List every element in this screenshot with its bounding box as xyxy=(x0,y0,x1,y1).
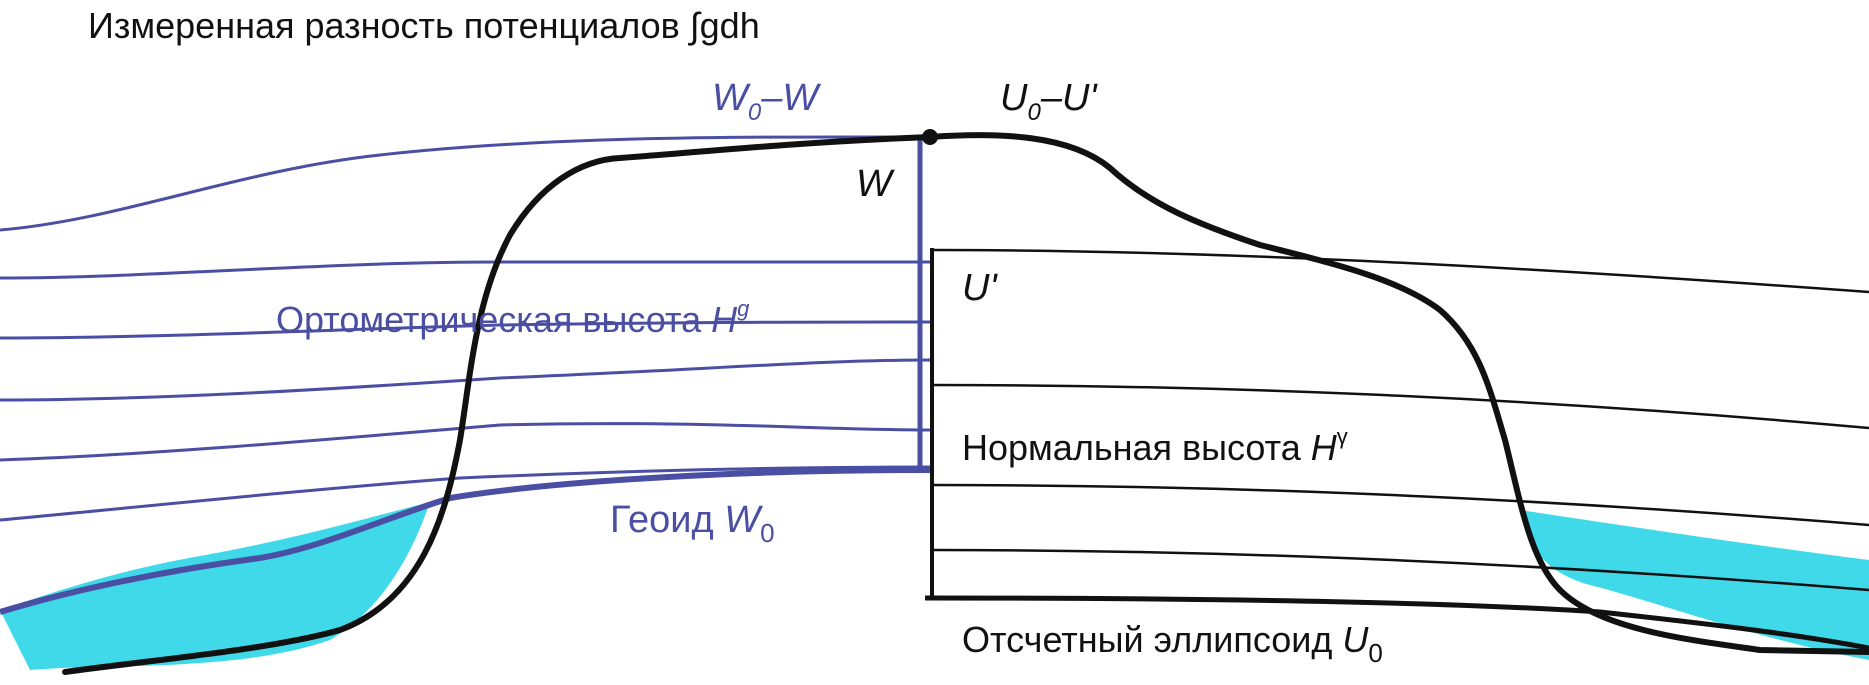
label-reference-ellipsoid: Отсчетный эллипсоид U0 xyxy=(962,619,1383,668)
label-u-prime: U' xyxy=(962,267,998,309)
water-right xyxy=(1520,510,1869,660)
label-w: W xyxy=(856,163,895,205)
label-orthometric-height: Ортометрическая высота Hg xyxy=(276,296,750,340)
label-normal-height: Нормальная высота Hγ xyxy=(962,424,1348,468)
ellipsoid-line xyxy=(924,595,1869,651)
summit-point xyxy=(922,129,938,145)
terrain-surface xyxy=(62,132,1869,675)
label-u0-minus-u: U0–U' xyxy=(1000,77,1098,126)
normal-potential-surfaces-u xyxy=(929,248,1869,592)
geoid-line xyxy=(0,467,931,615)
label-geoid: Геоид W0 xyxy=(610,499,775,548)
label-w0-minus-w: W0–W xyxy=(712,77,821,126)
title: Измеренная разность потенциалов ∫gdh xyxy=(88,5,760,46)
